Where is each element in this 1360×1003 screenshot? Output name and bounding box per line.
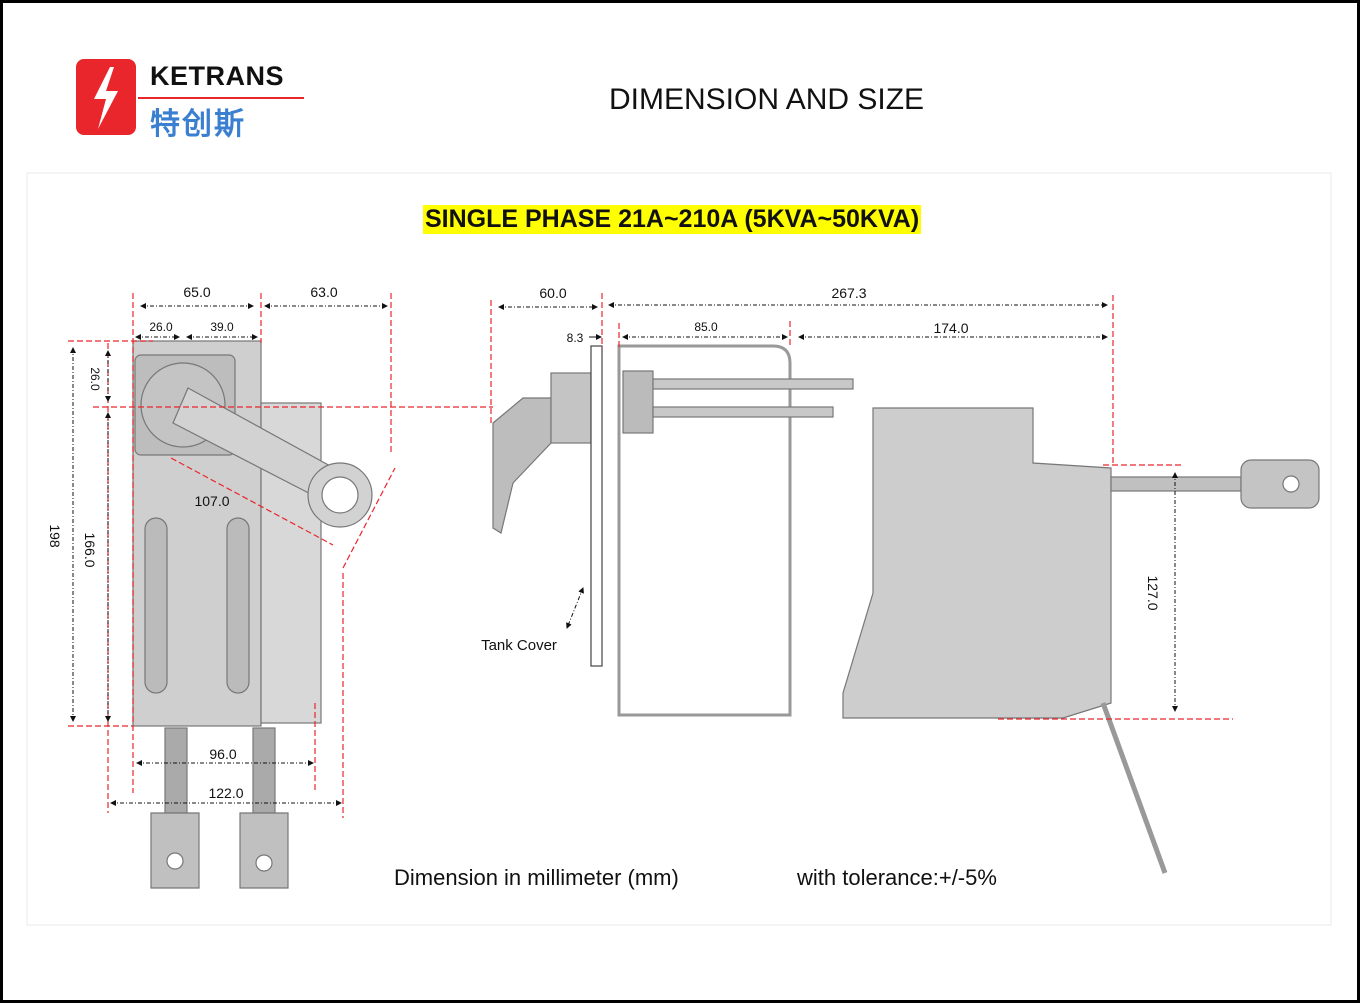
dim-arm-reach: 63.0 [310,284,337,300]
rod-eye [1240,459,1320,509]
lightning-icon [76,59,136,135]
switch-body [842,407,1112,719]
lead-right [252,727,276,814]
brand-name-en: KETRANS [150,61,285,91]
side-dimension-lines [490,293,1233,720]
product-subtitle: SINGLE PHASE 21A~210A (5KVA~50KVA) [423,205,922,234]
lever-wire [1100,702,1168,874]
terminal-left [150,812,200,889]
dim-bracket-width: 85.0 [694,320,718,334]
thread [622,370,654,434]
page-title: DIMENSION AND SIZE [609,83,925,116]
shaft-upper [652,378,854,390]
dim-lower-height: 166.0 [82,532,98,567]
side-view [492,344,1320,874]
dim-base-inner: 96.0 [209,746,236,762]
dim-width-top: 65.0 [183,284,210,300]
dim-left-offset: 26.0 [149,320,173,334]
ketrans-logo: KETRANS 特创斯 [76,59,306,142]
tank-cover-label: Tank Cover [481,637,557,654]
front-view [132,340,373,889]
terminal-right [239,812,289,889]
bracket [617,344,792,717]
front-dimension-arrows [70,303,388,806]
output-rod [1110,476,1242,492]
slot-left [144,517,168,694]
tank-cover [590,345,603,667]
units-note: Dimension in millimeter (mm) [394,865,679,890]
dim-top-offset: 26.0 [88,367,102,391]
slot-right [226,517,250,694]
dim-total-height: 198 [47,524,63,548]
dim-right-offset: 39.0 [210,320,234,334]
brand-name-cn: 特创斯 [150,107,246,142]
operating-handle [492,397,552,534]
frame [26,172,1332,926]
dim-handle-depth: 60.0 [539,285,566,301]
lead-left [164,727,188,814]
dim-base-outer: 122.0 [208,785,243,801]
dimension-drawing: 65.0 63.0 26.0 39.0 26.0 198 166.0 107.0… [26,172,1332,926]
tolerance-note: with tolerance:+/-5% [797,865,997,890]
handle-bushing [550,372,592,444]
shaft-lower [652,406,834,418]
logo-divider [138,97,304,99]
dim-body-height: 127.0 [1145,575,1161,610]
dim-overall-length: 267.3 [831,285,866,301]
dim-arm-length: 107.0 [194,493,229,509]
dim-body-length: 174.0 [933,320,968,336]
side-dimension-arrows [498,302,1178,712]
dim-cover-thickness: 8.3 [567,331,584,345]
